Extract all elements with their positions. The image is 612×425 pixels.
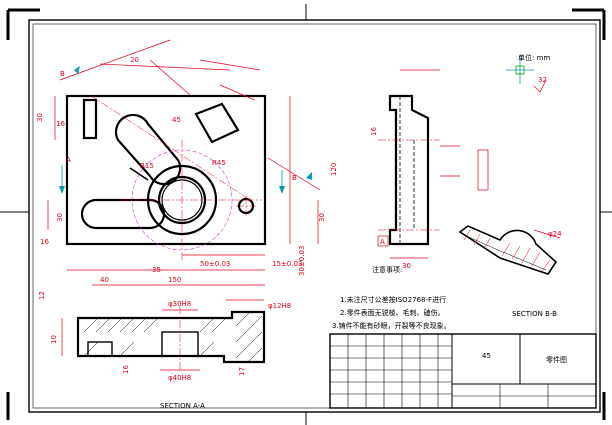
dim-12h8: φ12H8 xyxy=(268,302,291,310)
roughness-label: 32 xyxy=(538,76,547,84)
drawing-name: 零件图 xyxy=(546,355,567,364)
dim-35: 35 xyxy=(152,266,161,274)
section-a-a-title: SECTION A-A xyxy=(160,402,205,410)
dim-150: 150 xyxy=(168,276,181,284)
dim-30h8: φ30H8 xyxy=(168,300,191,308)
section-b-b-title: SECTION B-B xyxy=(512,310,557,318)
dim-15: 15±0.03 xyxy=(272,260,302,268)
dim-20-top: 20 xyxy=(130,56,139,64)
dim-16-aa: 16 xyxy=(122,365,130,374)
notes-line-2: 2.零件表面无锐棱、毛刺、磕伤。 xyxy=(340,308,445,317)
dim-12: 12 xyxy=(38,291,46,300)
unit-label: 单位: mm xyxy=(518,53,550,62)
dim-40h8: φ40H8 xyxy=(168,374,191,382)
dim-45: 45 xyxy=(172,116,181,124)
unit-note: 单位: mm 32 xyxy=(506,53,550,93)
section-label-b-left: B xyxy=(60,70,65,78)
dim-30-side: 30 xyxy=(402,262,411,270)
dim-120: 120 xyxy=(330,163,338,176)
notes-title: 注意事项: xyxy=(372,265,402,274)
dim-40: 40 xyxy=(100,276,109,284)
dim-30-right: 30 xyxy=(318,213,326,222)
dim-10: 10 xyxy=(50,335,58,344)
dim-30b: 30±0.03 xyxy=(298,246,306,276)
front-view: B A B 30 30 120 30 50±0.03 15±0.03 30±0.… xyxy=(36,39,338,300)
dim-24: φ24 xyxy=(548,230,562,238)
sheet-border xyxy=(0,4,612,425)
dim-30-left: 30 xyxy=(36,113,44,122)
datum-a-side: A xyxy=(380,238,385,246)
section-label-a-left: A xyxy=(66,156,71,164)
section-label-b-right: B xyxy=(292,174,297,182)
dim-50: 50±0.03 xyxy=(200,260,230,268)
title-block: 45 零件图 xyxy=(329,333,597,409)
dim-16-side: 16 xyxy=(370,127,378,136)
dim-30-mid: 30 xyxy=(56,213,64,222)
notes-line-1: 1.未注尺寸公差按ISO2768-F进行 xyxy=(340,295,446,304)
dim-16: 16 xyxy=(56,120,65,128)
material-value: 45 xyxy=(482,352,491,360)
side-view: 30 A 16 xyxy=(370,69,489,270)
section-a-a-view: φ30H8 φ40H8 φ12H8 10 16 17 SECTION A-A xyxy=(50,299,291,410)
dim-r45: R45 xyxy=(212,159,226,167)
dim-17: 17 xyxy=(238,367,246,376)
dim-16b: 16 xyxy=(40,238,49,246)
notes-line-3: 3.铸件不能有砂眼，开裂等不良现象。 xyxy=(332,321,451,330)
section-b-b-view: φ24 SECTION B-B xyxy=(458,225,562,318)
dim-r15: R15 xyxy=(140,162,154,170)
technical-notes: 注意事项: 1.未注尺寸公差按ISO2768-F进行 2.零件表面无锐棱、毛刺、… xyxy=(332,265,451,330)
